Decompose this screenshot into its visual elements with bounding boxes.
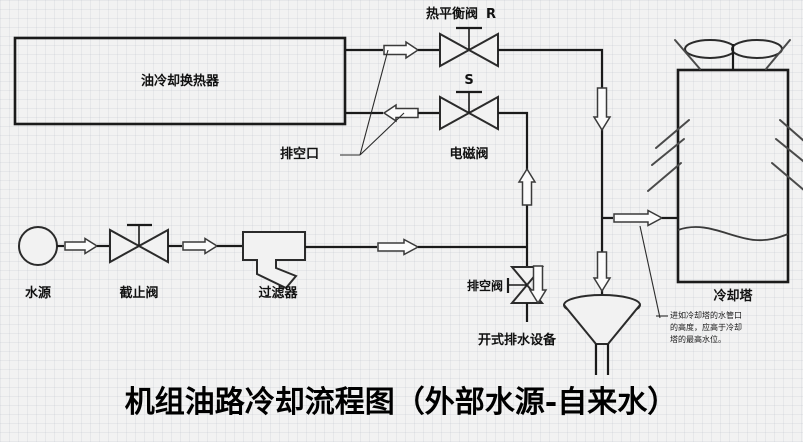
page-title: 机组油路冷却流程图（外部水源-自来水） — [125, 385, 677, 420]
solenoid-valve: S 电磁阀 — [439, 73, 499, 162]
cooling-tower-label: 冷却塔 — [713, 288, 753, 304]
solenoid-valve-label: 电磁阀 — [449, 146, 488, 162]
flow-arrow-supply-3 — [377, 238, 420, 256]
heat-exchanger: 油冷却换热器 — [13, 36, 347, 126]
open-drain-device-label: 开式排水设备 — [478, 332, 557, 348]
annotation-line-1: 进如冷却塔的水管口 — [670, 310, 742, 320]
water-source: 水源 — [18, 226, 58, 301]
annotation-line-2: 的高度，应高于冷却 — [670, 322, 742, 332]
flow-arrow-to-cooling-tower — [613, 209, 664, 227]
solenoid-down-pipe — [498, 111, 537, 247]
drain-valve: 排空阀 — [467, 247, 548, 322]
vent-port-callout: 排空口 — [280, 49, 405, 162]
cooling-tower: 冷却塔 — [647, 39, 803, 304]
flow-arrow-down-riser — [592, 87, 612, 132]
cooling-tower-inlet-pipe — [602, 209, 678, 227]
thermal-balance-valve-tag: R — [486, 7, 496, 22]
solenoid-pipe-run — [345, 103, 440, 123]
thermal-balance-valve: 热平衡阀 R — [426, 6, 499, 68]
flow-arrow-to-heat-exchanger — [382, 103, 419, 123]
stop-valve: 截止阀 — [109, 223, 169, 301]
inlet-height-annotation: 进如冷却塔的水管口 的高度，应高于冷却 塔的最高水位。 — [639, 225, 742, 344]
flow-arrow-to-balance-valve — [383, 40, 420, 60]
cooling-tower-fan — [684, 39, 783, 70]
flow-arrow-down-to-funnel — [592, 251, 612, 293]
drain-valve-label: 排空阀 — [467, 278, 503, 293]
heat-exchanger-label: 油冷却换热器 — [141, 73, 220, 89]
supply-pipe-1 — [57, 237, 110, 255]
filter-label: 过滤器 — [258, 285, 298, 301]
filter: 过滤器 — [242, 231, 306, 301]
supply-pipe-3 — [305, 238, 527, 256]
annotation-line-3: 塔的最高水位。 — [670, 334, 726, 344]
top-pipe-run — [345, 40, 440, 60]
thermal-balance-valve-label: 热平衡阀 — [426, 6, 478, 22]
open-drain-device: 开式排水设备 — [478, 218, 641, 375]
flow-arrow-supply-1 — [64, 237, 99, 255]
flow-arrow-up-solenoid — [517, 167, 537, 206]
solenoid-valve-tag: S — [464, 73, 473, 88]
flow-arrow-supply-2 — [182, 237, 219, 255]
stop-valve-label: 截止阀 — [119, 285, 158, 301]
top-right-pipe — [498, 48, 612, 218]
vent-port-label: 排空口 — [280, 146, 319, 162]
supply-pipe-2 — [168, 237, 243, 255]
water-source-label: 水源 — [25, 285, 51, 301]
drain-flow-arrow-down — [528, 265, 548, 305]
